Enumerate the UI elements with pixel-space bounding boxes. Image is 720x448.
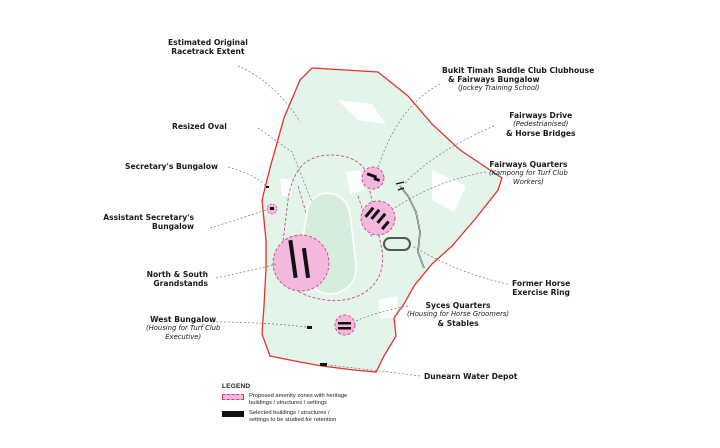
leader-syces	[353, 305, 409, 323]
label-grandstands: North & South Grandstands	[147, 270, 208, 288]
label-west-bungalow-sub2: Executive)	[165, 333, 202, 341]
label-clubhouse-line1: Bukit Timah Saddle Club Clubhouse	[442, 66, 595, 75]
label-assistant-secretary: Assistant Secretary's Bungalow	[103, 213, 194, 231]
label-fairways-drive-sub: (Pedestrianised)	[513, 120, 569, 128]
label-syces-quarters: Syces Quarters (Housing for Horse Groome…	[407, 301, 509, 328]
building-grandstand-north	[288, 239, 298, 279]
label-assistant-line2: Bungalow	[152, 222, 194, 231]
legend-item-amenity-zone: Proposed amenity zones with heritage bui…	[222, 393, 347, 407]
label-assistant-line1: Assistant Secretary's	[103, 213, 194, 222]
label-west-bungalow: West Bungalow (Housing for Turf Club Exe…	[146, 315, 220, 342]
leader-fairways-quarters	[391, 171, 487, 211]
label-fairways-quarters: Fairways Quarters (Kampong for Turf Club…	[489, 160, 568, 187]
legend-title: LEGEND	[222, 383, 251, 390]
building-syces-2	[338, 327, 351, 330]
zone-clubhouse	[361, 166, 385, 190]
building-syces-1	[338, 322, 351, 325]
legend-swatch-pink	[222, 394, 244, 400]
legend: LEGEND Proposed amenity zones with herit…	[222, 383, 347, 427]
label-dunearn-text: Dunearn Water Depot	[424, 372, 518, 381]
label-grandstands-line1: North & South	[146, 270, 208, 279]
horse-bridge-mark	[395, 181, 405, 191]
label-fairways-drive-title2: & Horse Bridges	[506, 129, 576, 138]
building-secretary	[266, 186, 269, 188]
label-grandstands-line2: Grandstands	[153, 279, 208, 288]
legend-text-selected-line2: settings to be studied for retention	[249, 417, 337, 423]
label-clubhouse-line2: & Fairways Bungalow	[448, 75, 540, 84]
legend-item-selected-buildings: Selected buildings / structures / settin…	[222, 410, 347, 424]
label-resized-oval-text: Resized Oval	[172, 122, 227, 131]
label-west-bungalow-sub1: (Housing for Turf Club	[146, 324, 221, 332]
building-assistant-bungalow	[270, 207, 274, 210]
label-fairways-quarters-sub2: Workers)	[513, 178, 544, 186]
label-secretary-bungalow: Secretary's Bungalow	[125, 162, 218, 171]
leader-lines	[209, 65, 509, 377]
label-racetrack-line2: Racetrack Extent	[171, 47, 245, 56]
leader-grandstands	[215, 263, 277, 279]
legend-text-selected-line1: Selected buildings / structures /	[249, 410, 330, 416]
legend-swatch-black	[222, 411, 244, 417]
zone-fairways-quarters	[360, 200, 396, 236]
site-void-left	[280, 178, 292, 196]
leader-assistant	[209, 209, 267, 229]
zone-grandstands	[272, 234, 330, 292]
building-fairways-q1	[364, 206, 375, 218]
leader-fairways-drive	[403, 125, 495, 185]
label-racetrack-extent: Estimated Original Racetrack Extent	[168, 38, 248, 56]
buildings	[266, 172, 390, 366]
label-exercise-ring-line1: Former Horse	[512, 279, 571, 288]
original-racetrack-outline	[281, 154, 384, 302]
building-dunearn	[320, 363, 327, 366]
site-boundary	[261, 67, 503, 373]
label-clubhouse: Bukit Timah Saddle Club Clubhouse & Fair…	[442, 66, 594, 93]
label-exercise-ring-line2: Exercise Ring	[512, 288, 570, 297]
zone-syces-quarters	[334, 314, 356, 336]
label-syces-title2: & Stables	[437, 319, 479, 328]
leader-resized-oval	[257, 127, 313, 203]
label-fairways-quarters-sub1: (Kampong for Turf Club	[489, 169, 568, 177]
building-clubhouse	[366, 172, 378, 179]
legend-text-amenity-line1: Proposed amenity zones with heritage	[249, 393, 348, 399]
label-racetrack-line1: Estimated Original	[168, 38, 248, 47]
site-void-lower	[378, 296, 398, 318]
building-grandstand-south	[301, 247, 311, 279]
site-void-right	[432, 170, 466, 212]
label-resized-oval: Resized Oval	[172, 122, 227, 131]
label-syces-title: Syces Quarters	[425, 301, 491, 310]
legend-text-selected-buildings: Selected buildings / structures / settin…	[249, 410, 336, 424]
building-fairways-q2	[370, 208, 381, 220]
building-fairways-q4	[381, 220, 390, 231]
label-dunearn-water-depot: Dunearn Water Depot	[424, 372, 517, 381]
label-fairways-drive: Fairways Drive (Pedestrianised) & Horse …	[506, 111, 576, 138]
building-west-bungalow	[307, 326, 312, 329]
label-fairways-quarters-title: Fairways Quarters	[489, 160, 568, 169]
label-west-bungalow-title: West Bungalow	[150, 315, 217, 324]
legend-text-amenity-line2: buildings / structures / settings	[249, 400, 327, 406]
label-syces-sub: (Housing for Horse Groomers)	[407, 310, 510, 318]
exercise-ring	[383, 237, 411, 251]
building-clubhouse-2	[373, 177, 381, 182]
fairways-drive-inner	[399, 185, 425, 269]
label-fairways-drive-title: Fairways Drive	[509, 111, 573, 120]
label-clubhouse-sub: (Jockey Training School)	[458, 84, 540, 92]
label-exercise-ring: Former Horse Exercise Ring	[512, 279, 570, 297]
site-void-top	[338, 100, 386, 124]
leader-exercise-ring	[411, 245, 509, 285]
leader-dunearn	[327, 364, 421, 377]
site-void-mid	[346, 170, 364, 194]
leader-secretary	[227, 166, 267, 187]
label-secretary-text: Secretary's Bungalow	[125, 162, 218, 171]
building-fairways-q3	[376, 212, 387, 224]
legend-text-amenity-zone: Proposed amenity zones with heritage bui…	[249, 393, 347, 407]
leader-racetrack	[237, 65, 301, 123]
